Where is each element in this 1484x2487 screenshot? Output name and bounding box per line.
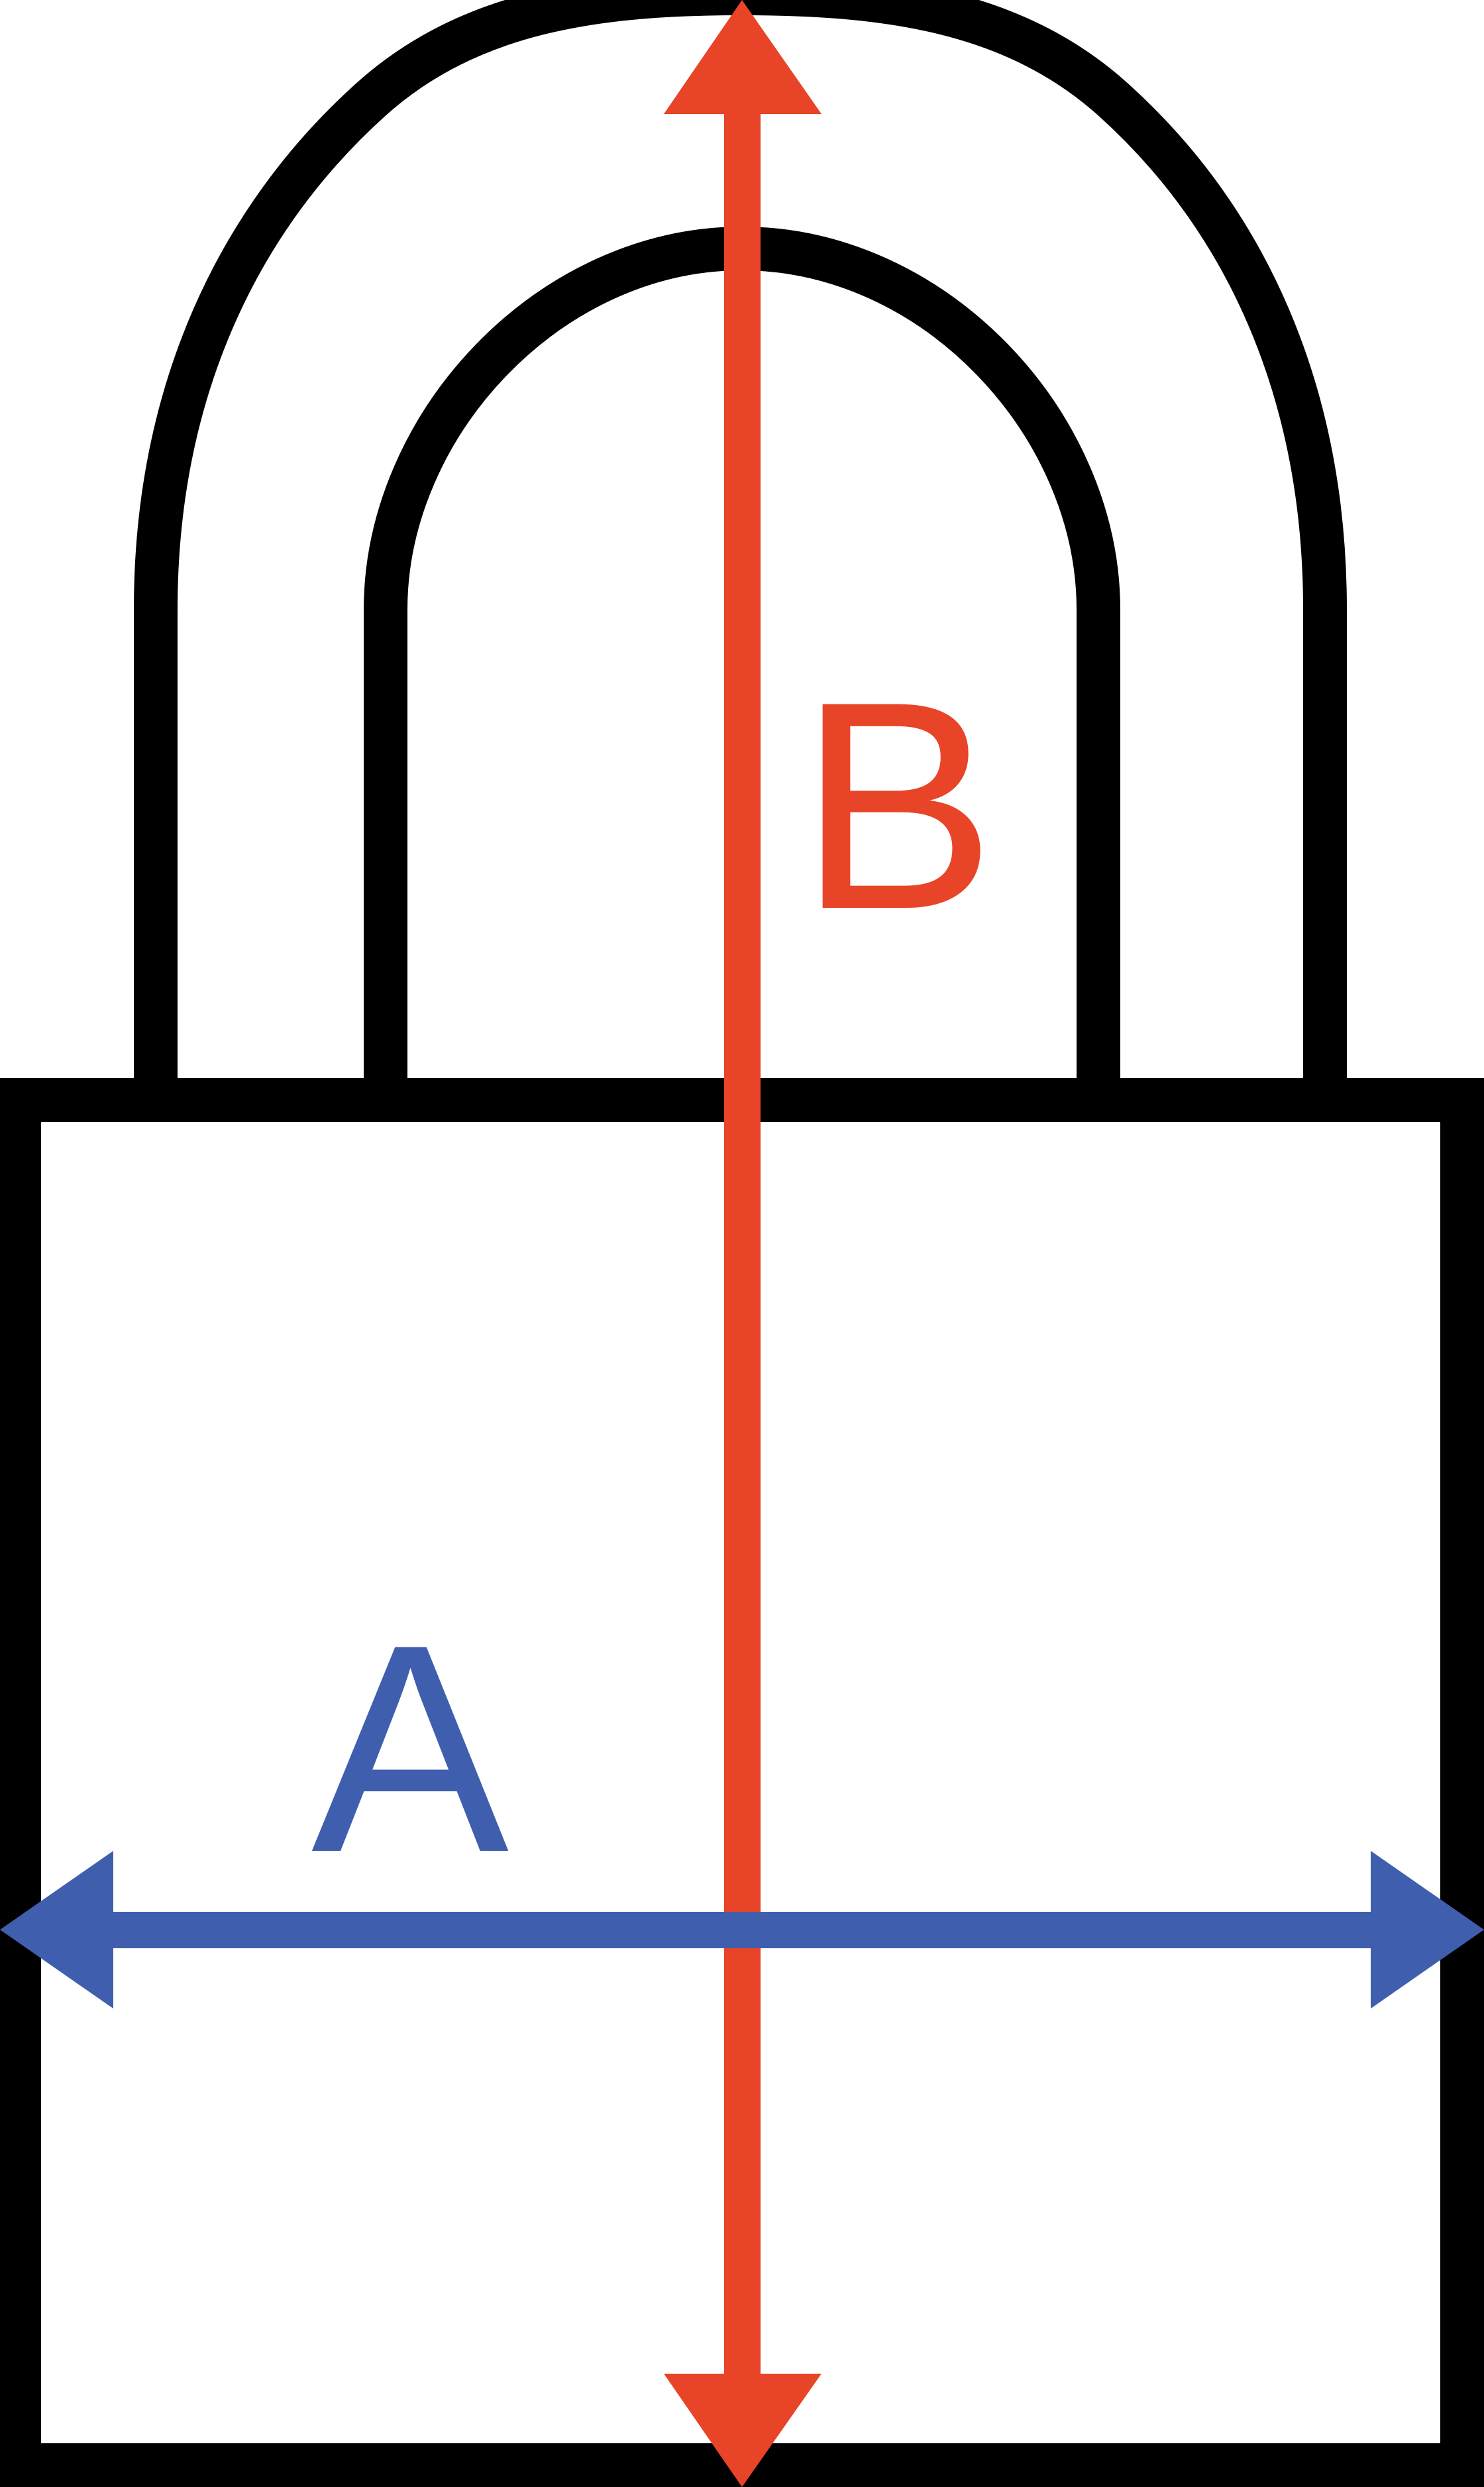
shackle-outline — [134, 0, 1347, 1122]
width-arrow-right-head — [1371, 1851, 1484, 2009]
height-arrow-bottom-head — [664, 2374, 822, 2487]
height-arrow-shaft — [724, 99, 761, 2379]
height-arrow — [664, 0, 822, 2487]
width-arrow-left-head — [0, 1851, 113, 2009]
label-a: A — [311, 1582, 510, 1914]
height-arrow-top-head — [664, 0, 822, 114]
width-arrow-shaft — [99, 1912, 1385, 1948]
label-b: B — [798, 639, 996, 971]
width-arrow — [0, 1851, 1484, 2009]
